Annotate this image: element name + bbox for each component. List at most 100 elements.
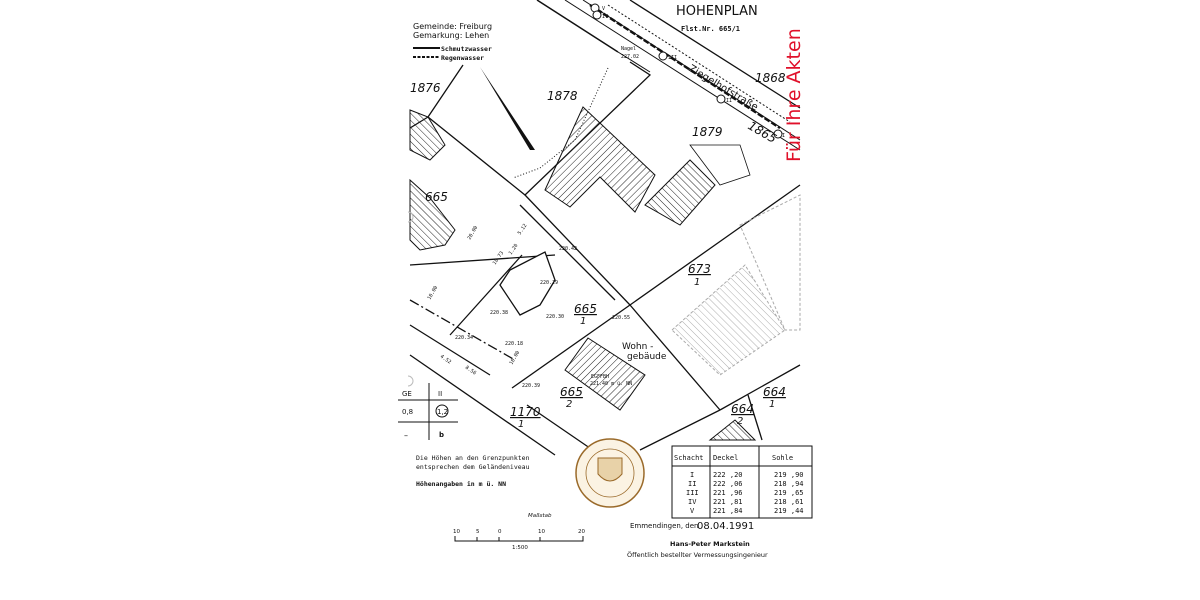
svg-text:III: III bbox=[686, 489, 699, 497]
parcel-665: 665 bbox=[425, 190, 448, 204]
table-row: V 221 ,84 219 ,44 bbox=[690, 507, 804, 515]
scale-bar: Maßstab 10 5 0 10 20 1:500 bbox=[453, 513, 585, 551]
egffbh-value: 221.40 m ü. NN bbox=[590, 381, 632, 387]
svg-text:222 ,06: 222 ,06 bbox=[713, 480, 743, 488]
shaft-label: III bbox=[668, 55, 677, 61]
column-header: Deckel bbox=[713, 454, 738, 462]
parcel-664-2: 664 bbox=[731, 402, 754, 416]
legend: Gemeinde: Freiburg Gemarkung: Lehen Schm… bbox=[413, 22, 492, 62]
dimension: 8.56 bbox=[464, 365, 477, 377]
svg-text:–: – bbox=[404, 431, 408, 440]
height-point: 220.18 bbox=[505, 341, 523, 347]
svg-text:5: 5 bbox=[476, 529, 480, 535]
legend-gemeinde: Gemeinde: Freiburg bbox=[413, 22, 492, 31]
svg-text:II: II bbox=[688, 480, 696, 488]
parcel-665-2: 665 bbox=[560, 385, 583, 399]
svg-text:GE: GE bbox=[402, 390, 412, 398]
svg-text:0,8: 0,8 bbox=[402, 408, 413, 416]
date: 08.04.1991 bbox=[697, 521, 754, 532]
dimension: 4.52 bbox=[439, 354, 452, 366]
building-label: gebäude bbox=[627, 352, 667, 362]
place-date-prefix: Emmendingen, den bbox=[630, 522, 698, 530]
surveyor-name: Hans-Peter Markstein bbox=[670, 540, 750, 548]
svg-text:221 ,84: 221 ,84 bbox=[713, 507, 743, 515]
column-header: Sohle bbox=[772, 454, 793, 462]
manholes bbox=[590, 3, 783, 139]
svg-text:V: V bbox=[690, 507, 695, 515]
legend-regenwasser: Regenwasser bbox=[441, 54, 484, 62]
street-lines bbox=[536, 0, 801, 151]
egffbh-label: EGFFBH bbox=[591, 374, 609, 380]
svg-text:IV: IV bbox=[688, 498, 697, 506]
surveyor-title: Öffentlich bestellter Vermessungsingenie… bbox=[627, 550, 768, 559]
svg-text:221 ,81: 221 ,81 bbox=[713, 498, 743, 506]
parcel-664-1: 664 bbox=[763, 385, 786, 399]
signature-block: Emmendingen, den 08.04.1991 Hans-Peter M… bbox=[627, 521, 768, 559]
svg-text:10: 10 bbox=[453, 529, 460, 535]
parcel-665-1: 665 bbox=[574, 302, 597, 316]
svg-text:219 ,65: 219 ,65 bbox=[774, 489, 804, 497]
north-arrow-icon bbox=[480, 67, 535, 150]
svg-text:20: 20 bbox=[578, 529, 585, 535]
dimension: 20.00 bbox=[467, 225, 480, 241]
legend-schmutzwasser: Schmutzwasser bbox=[441, 45, 492, 53]
height-point: 220.29 bbox=[540, 280, 558, 286]
parcel-1879: 1879 bbox=[692, 125, 723, 139]
note-line: entsprechen dem Geländeniveau bbox=[416, 463, 530, 471]
svg-text:b: b bbox=[439, 431, 444, 439]
height-point: 220.42 bbox=[559, 246, 577, 252]
parcel-number: Flst.Nr. 665/1 bbox=[681, 25, 740, 33]
dotted-line bbox=[512, 67, 609, 179]
legend-gemarkung: Gemarkung: Lehen bbox=[413, 31, 489, 40]
shaft-label: II bbox=[726, 98, 732, 104]
parcel-1865: 1865 bbox=[746, 118, 779, 145]
red-stamp-text: Für Ihre Akten bbox=[783, 28, 805, 162]
height-point: 220.55 bbox=[612, 315, 630, 321]
punch-hole bbox=[407, 375, 414, 387]
nagel-height: 227.02 bbox=[621, 54, 639, 60]
svg-text:219 ,44: 219 ,44 bbox=[774, 507, 804, 515]
parcel-665-1-sub: 1 bbox=[580, 316, 586, 327]
column-header: Schacht bbox=[674, 454, 704, 462]
dimension: 5.12 bbox=[517, 223, 529, 236]
height-point: 220.30 bbox=[546, 314, 564, 320]
parcel-1876: 1876 bbox=[410, 81, 441, 95]
parcel-673: 673 bbox=[688, 262, 711, 276]
svg-text:1,2: 1,2 bbox=[437, 408, 448, 416]
shaft-label: V bbox=[602, 6, 605, 12]
parcel-boundaries bbox=[409, 61, 801, 456]
buildings bbox=[409, 106, 801, 441]
parcel-664-2-sub: 2 bbox=[737, 416, 743, 427]
shaft-label: I bbox=[782, 133, 785, 139]
street-name: Ziegelhofstraße bbox=[686, 63, 759, 113]
table-row: I 222 ,20 219 ,90 bbox=[690, 471, 804, 479]
official-seal bbox=[575, 438, 645, 508]
height-point: 220.34 bbox=[455, 335, 473, 341]
svg-text:222 ,20: 222 ,20 bbox=[713, 471, 743, 479]
nagel-label: Nagel bbox=[621, 46, 636, 52]
parcel-1170: 1170 bbox=[510, 405, 541, 419]
parcel-1170-sub: 1 bbox=[518, 419, 524, 430]
shaft-label: IV bbox=[602, 14, 608, 20]
height-point: 220.39 bbox=[522, 383, 540, 389]
building-label: Wohn - bbox=[622, 342, 653, 352]
table-row: III 221 ,96 219 ,65 bbox=[686, 489, 804, 497]
svg-text:219 ,90: 219 ,90 bbox=[774, 471, 804, 479]
parcel-664-1-sub: 1 bbox=[769, 399, 775, 410]
svg-text:Maßstab: Maßstab bbox=[528, 513, 552, 519]
parcel-1878: 1878 bbox=[547, 89, 578, 103]
punch-hole bbox=[407, 211, 414, 223]
svg-text:221 ,96: 221 ,96 bbox=[713, 489, 743, 497]
svg-text:0: 0 bbox=[498, 529, 502, 535]
page-title: HOHENPLAN bbox=[676, 4, 758, 19]
shaft-table: Schacht Deckel Sohle I 222 ,20 219 ,90 II 2… bbox=[671, 445, 813, 519]
zoning-table: GE II 0,8 1,2 – b bbox=[398, 383, 458, 440]
parcel-665-2-sub: 2 bbox=[566, 399, 572, 410]
svg-text:10: 10 bbox=[538, 529, 545, 535]
height-point: 220.38 bbox=[490, 310, 508, 316]
svg-text:I: I bbox=[690, 471, 694, 479]
dimension: 1.20 bbox=[508, 243, 520, 256]
